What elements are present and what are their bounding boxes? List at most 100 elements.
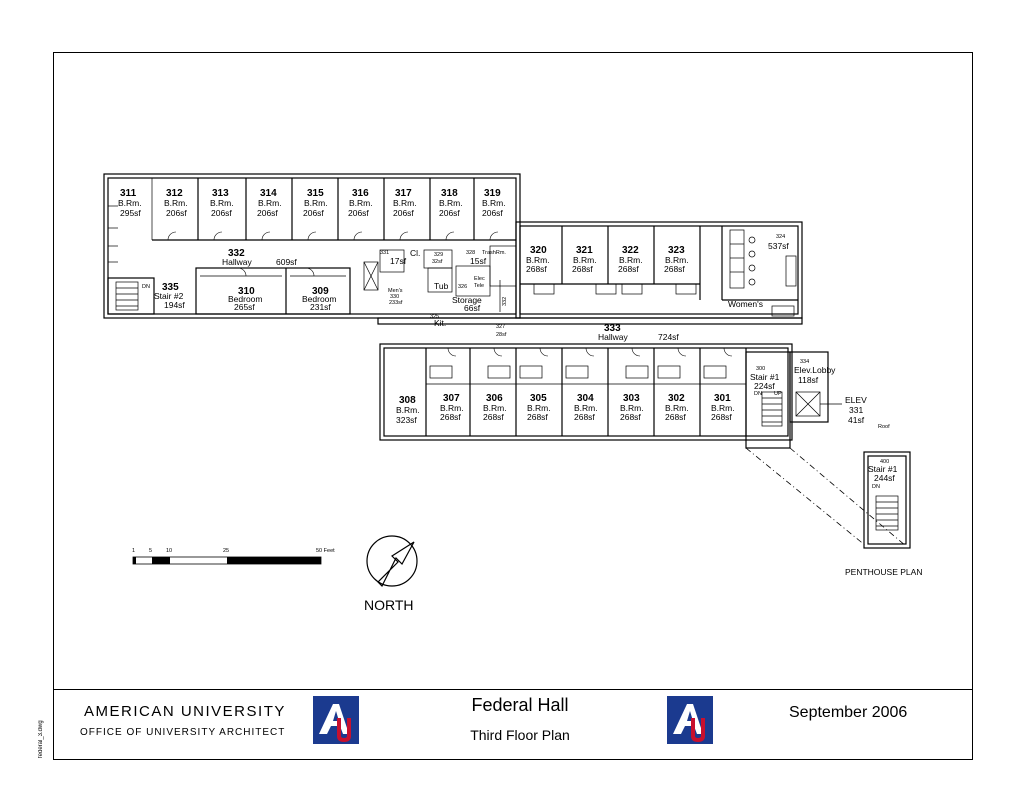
room-307-number: 307	[443, 393, 460, 404]
north-arrow-icon: NORTH	[364, 535, 418, 613]
room-316-type: B.Rm.	[349, 198, 373, 208]
kitchen-label: Kit.	[434, 318, 446, 328]
room-314-number: 314	[260, 188, 277, 199]
closet-label: Cl.	[410, 248, 420, 258]
scale-tick-5: 5	[149, 548, 152, 554]
title-block	[53, 689, 973, 760]
room-304-number: 304	[577, 393, 594, 404]
room-312-area: 206sf	[166, 208, 187, 218]
scale-tick-25: 25	[223, 548, 229, 554]
stair-1-number: 300	[756, 366, 765, 372]
room-319-type: B.Rm.	[482, 198, 506, 208]
room-318-number: 318	[441, 188, 458, 199]
room-305-number: 305	[530, 393, 547, 404]
elev-lobby-area: 118sf	[798, 375, 819, 385]
room-311-type: B.Rm.	[118, 198, 142, 208]
room-317-type: B.Rm.	[393, 198, 417, 208]
room-316-number: 316	[352, 188, 369, 199]
elevator-number: 331	[849, 405, 863, 415]
stair-elevator-labels: 300 Stair #1 224sf DN UP 334 Elev.Lobby …	[750, 359, 867, 425]
room-327-area: 28sf	[496, 332, 507, 338]
au-logo-right	[667, 696, 713, 744]
stair-1-name: Stair #1	[750, 372, 780, 382]
top-row-labels: 311 B.Rm. 295sf 312 B.Rm. 206sf 313 B.Rm…	[118, 188, 506, 218]
stair-1-area: 224sf	[754, 381, 775, 391]
room-303-number: 303	[623, 393, 640, 404]
office-name: OFFICE OF UNIVERSITY ARCHITECT	[80, 727, 286, 738]
penthouse-stair-name: Stair #1	[868, 464, 898, 474]
room-322-type: B.Rm.	[619, 255, 643, 265]
elevator-name: ELEV	[845, 395, 867, 405]
room-304-type: B.Rm.	[574, 403, 598, 413]
bottom-row-labels: 308 B.Rm. 323sf 307 B.Rm. 268sf 306 B.Rm…	[396, 393, 735, 425]
storage-label: Storage	[452, 295, 482, 305]
stair-2-dn: DN	[142, 284, 150, 290]
room-331-number: 331	[380, 250, 389, 256]
room-305-type: B.Rm.	[527, 403, 551, 413]
hallway-332-name: Hallway	[222, 257, 253, 267]
hallway-333-name: Hallway	[598, 332, 629, 342]
room-314-area: 206sf	[257, 208, 278, 218]
room-331-area: 17sf	[390, 256, 407, 266]
room-316-area: 206sf	[348, 208, 369, 218]
penthouse-stair-number: 400	[880, 459, 889, 465]
room-302-type: B.Rm.	[665, 403, 689, 413]
elevator-area: 41sf	[848, 415, 865, 425]
room-319-area: 206sf	[482, 208, 503, 218]
room-309-name: Bedroom	[302, 294, 337, 304]
scale-tick-10: 10	[166, 548, 172, 554]
room-310-number: 310	[238, 286, 255, 297]
room-309-number: 309	[312, 286, 329, 297]
mens-room-number: 330	[390, 294, 399, 300]
room-321-area: 268sf	[572, 264, 593, 274]
room-332-vertical: 332	[502, 297, 508, 306]
room-324-number: 324	[776, 234, 785, 240]
room-309-area: 231sf	[310, 302, 331, 312]
room-301-number: 301	[714, 393, 731, 404]
room-302-area: 268sf	[665, 412, 686, 422]
room-320-number: 320	[530, 245, 547, 256]
room-313-area: 206sf	[211, 208, 232, 218]
penthouse-drawing	[863, 451, 911, 549]
room-311-area: 295sf	[120, 208, 141, 218]
room-329-area: 32sf	[432, 259, 443, 265]
mid-row-labels: 320 B.Rm. 268sf 321 B.Rm. 268sf 322 B.Rm…	[526, 234, 789, 342]
room-312-number: 312	[166, 188, 183, 199]
university-name: AMERICAN UNIVERSITY	[84, 703, 286, 720]
storage-area: 66sf	[464, 303, 481, 313]
room-313-type: B.Rm.	[210, 198, 234, 208]
room-311-number: 311	[120, 188, 137, 199]
room-305-area: 268sf	[527, 412, 548, 422]
elev-lobby-number: 334	[800, 359, 809, 365]
room-308-type: B.Rm.	[396, 405, 420, 415]
au-logo-left	[313, 696, 359, 744]
room-315-number: 315	[307, 188, 324, 199]
drawing-date: September 2006	[789, 704, 908, 721]
room-320-type: B.Rm.	[526, 255, 550, 265]
room-304-area: 268sf	[574, 412, 595, 422]
room-313-number: 313	[212, 188, 229, 199]
west-wing-labels: 332 Hallway 609sf 310 Bedroom 265sf 309 …	[142, 248, 508, 338]
room-310-area: 265sf	[234, 302, 255, 312]
room-322-number: 322	[622, 245, 639, 256]
room-324-area: 537sf	[768, 241, 789, 251]
hallway-333-area: 724sf	[658, 332, 679, 342]
room-306-number: 306	[486, 393, 503, 404]
hallway-333-number: 333	[604, 323, 621, 334]
room-306-type: B.Rm.	[483, 403, 507, 413]
room-310-name: Bedroom	[228, 294, 263, 304]
tele-label: Tele	[474, 283, 484, 289]
room-301-type: B.Rm.	[711, 403, 735, 413]
roof-label: Roof	[878, 424, 890, 430]
scale-tick-1: 1	[132, 548, 135, 554]
room-321-number: 321	[576, 245, 593, 256]
room-307-area: 268sf	[440, 412, 461, 422]
room-323-number: 323	[668, 245, 685, 256]
hallway-332-area: 609sf	[276, 257, 297, 267]
hallway-332-number: 332	[228, 248, 245, 259]
penthouse-labels: Roof 400 Stair #1 244sf DN PENTHOUSE PLA…	[845, 424, 922, 577]
room-319-number: 319	[484, 188, 501, 199]
room-308-number: 308	[399, 395, 416, 406]
room-315-area: 206sf	[303, 208, 324, 218]
